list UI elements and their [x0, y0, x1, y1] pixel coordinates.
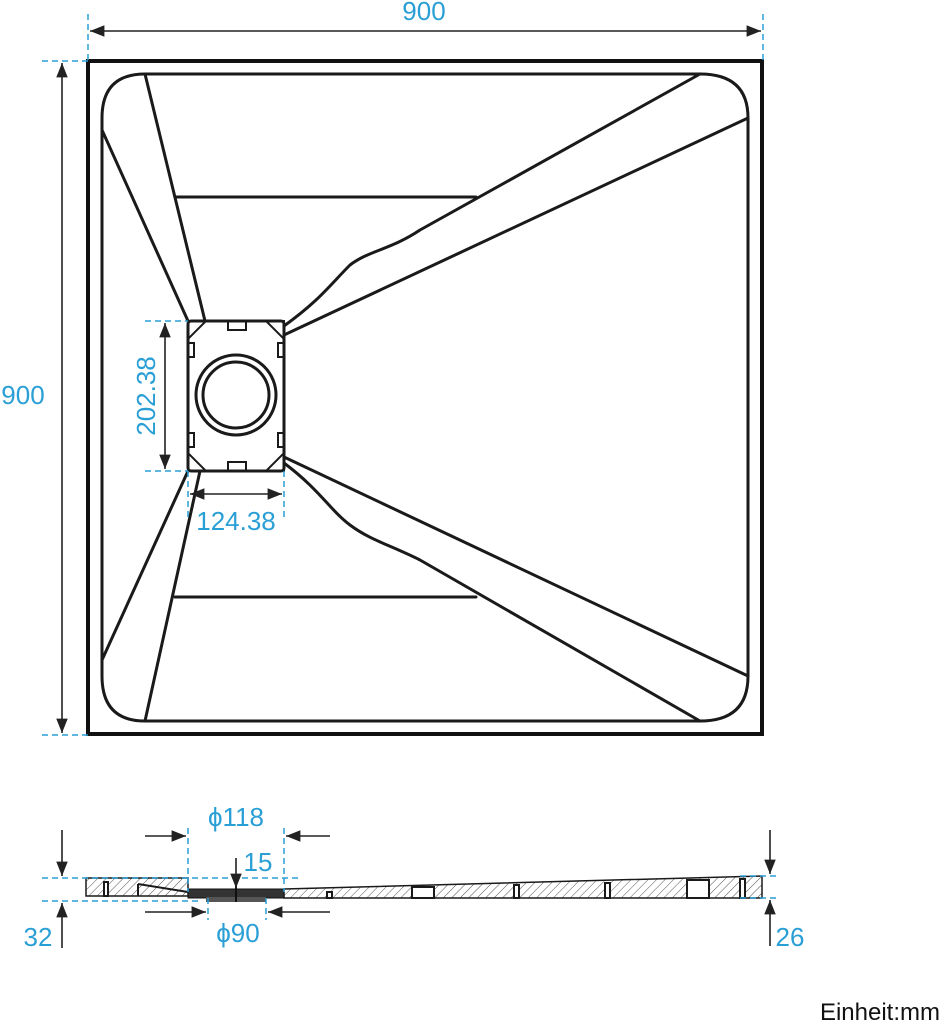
drain-depth-label: 15: [244, 847, 273, 877]
left-height-label: 32: [24, 922, 53, 952]
drain-inner-ring: [201, 360, 271, 430]
profile-slots: [103, 878, 746, 899]
dimension-lines: [56, 25, 761, 733]
right-height-label: 26: [776, 922, 805, 952]
drain-outer-ring: [194, 353, 278, 437]
drain-height-dimension-label: 202.38: [131, 356, 161, 436]
height-dimension-label: 900: [1, 380, 44, 410]
extension-lines: [42, 14, 764, 736]
slope-lines: [100, 72, 750, 723]
section-extension-lines: [42, 828, 780, 920]
width-dimension-label: 900: [402, 0, 445, 26]
unit-label: Einheit:mm: [820, 999, 940, 1024]
top-view: 900 900 202.38 124.38: [1, 0, 764, 736]
section-view: ϕ118 15 ϕ90 32 26: [24, 802, 805, 952]
inner-diameter-label: ϕ90: [216, 918, 259, 948]
outer-diameter-label: ϕ118: [208, 802, 264, 832]
tray-outline: [86, 59, 764, 736]
section-dimension-lines: [56, 830, 776, 948]
drain-plate: [186, 319, 286, 473]
ramp-left: [137, 883, 189, 896]
drain-width-dimension-label: 124.38: [196, 506, 276, 536]
basin-rim: [100, 72, 750, 723]
